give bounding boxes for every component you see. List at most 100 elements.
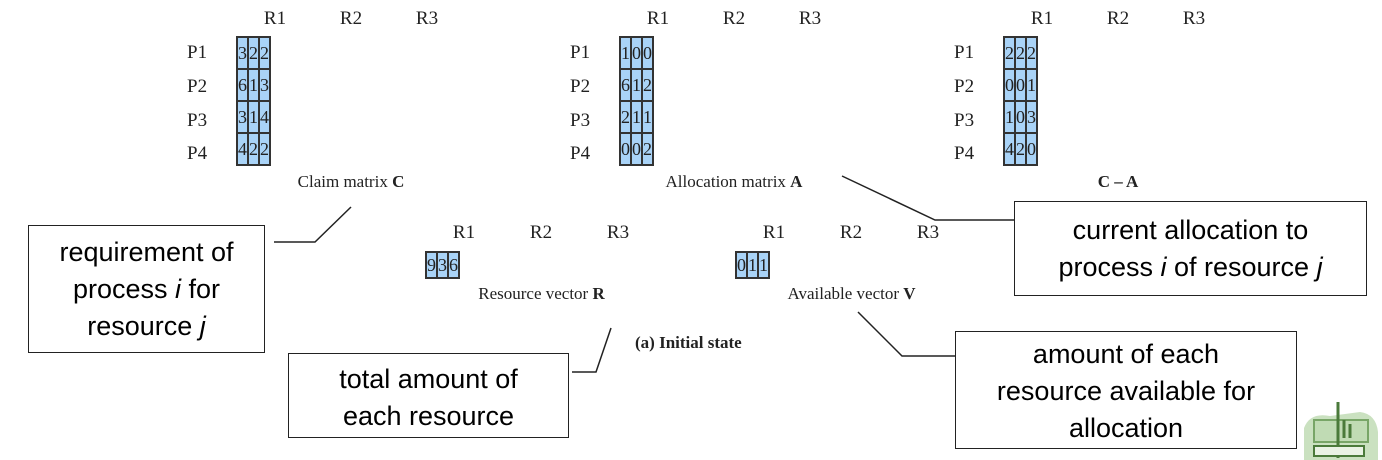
available-vector-caption: Available vector V bbox=[787, 284, 916, 303]
cell: 2 bbox=[1003, 36, 1016, 70]
cell: 3 bbox=[236, 36, 249, 70]
col-header: R1 bbox=[452, 222, 476, 243]
cell: 1 bbox=[630, 100, 643, 134]
cell: 3 bbox=[1025, 100, 1038, 134]
cell: 1 bbox=[1003, 100, 1016, 134]
callout-line: total amount of bbox=[339, 364, 518, 394]
connector-claim bbox=[274, 206, 352, 243]
cell: 6 bbox=[619, 68, 632, 102]
cell: 6 bbox=[236, 68, 249, 102]
col-header: R2 bbox=[1106, 8, 1130, 29]
claim-matrix-caption: Claim matrix C bbox=[297, 172, 405, 191]
cell: 2 bbox=[1014, 132, 1027, 166]
row-header: P1 bbox=[187, 42, 208, 63]
connector-allocation bbox=[841, 175, 1015, 221]
callout-total-amount: total amount of each resource bbox=[288, 353, 569, 438]
cell: 1 bbox=[757, 251, 770, 279]
col-header: R1 bbox=[1030, 8, 1054, 29]
cell: 1 bbox=[247, 100, 260, 134]
cell: 0 bbox=[1003, 68, 1016, 102]
row-header: P3 bbox=[187, 110, 208, 131]
cell: 4 bbox=[1003, 132, 1016, 166]
col-header: R1 bbox=[762, 222, 786, 243]
col-header: R3 bbox=[1182, 8, 1206, 29]
col-header: R2 bbox=[339, 8, 363, 29]
callout-line: resource available for bbox=[996, 376, 1256, 406]
col-header: R3 bbox=[415, 8, 439, 29]
cell: 0 bbox=[630, 36, 643, 70]
cell: 2 bbox=[619, 100, 632, 134]
callout-current-allocation: current allocation to process i of resou… bbox=[1014, 201, 1367, 296]
cell: 2 bbox=[258, 36, 271, 70]
col-header: R1 bbox=[646, 8, 670, 29]
cell: 3 bbox=[436, 251, 449, 279]
cell: 2 bbox=[641, 132, 654, 166]
resource-vector-caption: Resource vector R bbox=[478, 284, 605, 303]
callout-line: resource j bbox=[87, 311, 206, 341]
connector-resource bbox=[572, 327, 612, 373]
cell: 2 bbox=[1025, 36, 1038, 70]
col-header: R2 bbox=[529, 222, 553, 243]
row-header: P4 bbox=[187, 143, 208, 164]
cell: 0 bbox=[735, 251, 748, 279]
cell: 1 bbox=[746, 251, 759, 279]
cell: 0 bbox=[1014, 100, 1027, 134]
cell: 2 bbox=[1014, 36, 1027, 70]
row-header: P1 bbox=[570, 42, 591, 63]
cell: 4 bbox=[258, 100, 271, 134]
callout-amount-available: amount of each resource available for al… bbox=[955, 331, 1297, 449]
callout-line: allocation bbox=[1068, 413, 1184, 443]
cell: 2 bbox=[247, 36, 260, 70]
cell: 0 bbox=[1014, 68, 1027, 102]
callout-line: amount of each bbox=[1032, 339, 1220, 369]
row-header: P3 bbox=[570, 110, 591, 131]
cell: 2 bbox=[247, 132, 260, 166]
difference-matrix-caption: C – A bbox=[1097, 172, 1139, 191]
row-header: P4 bbox=[570, 143, 591, 164]
callout-line: current allocation to bbox=[1072, 215, 1309, 245]
cell: 1 bbox=[619, 36, 632, 70]
col-header: R1 bbox=[263, 8, 287, 29]
cell: 1 bbox=[1025, 68, 1038, 102]
connector-available bbox=[857, 311, 955, 357]
callout-line: each resource bbox=[342, 401, 515, 431]
col-header: R3 bbox=[916, 222, 940, 243]
state-caption: (a) Initial state bbox=[635, 333, 742, 352]
callout-line: process i of resource j bbox=[1058, 252, 1323, 282]
cell: 0 bbox=[1025, 132, 1038, 166]
cell: 0 bbox=[641, 36, 654, 70]
col-header: R2 bbox=[839, 222, 863, 243]
col-header: R3 bbox=[606, 222, 630, 243]
cell: 1 bbox=[247, 68, 260, 102]
cell: 6 bbox=[447, 251, 460, 279]
row-header: P2 bbox=[954, 76, 975, 97]
row-header: P2 bbox=[187, 76, 208, 97]
row-header: P1 bbox=[954, 42, 975, 63]
cell: 9 bbox=[425, 251, 438, 279]
cell: 4 bbox=[236, 132, 249, 166]
cell: 1 bbox=[641, 100, 654, 134]
cell: 2 bbox=[258, 132, 271, 166]
corner-logo-icon bbox=[1304, 402, 1378, 460]
allocation-matrix-caption: Allocation matrix A bbox=[665, 172, 803, 191]
col-header: R2 bbox=[722, 8, 746, 29]
callout-requirement: requirement of process i for resource j bbox=[28, 225, 265, 353]
col-header: R3 bbox=[798, 8, 822, 29]
cell: 0 bbox=[619, 132, 632, 166]
row-header: P4 bbox=[954, 143, 975, 164]
cell: 3 bbox=[258, 68, 271, 102]
cell: 2 bbox=[641, 68, 654, 102]
cell: 0 bbox=[630, 132, 643, 166]
cell: 1 bbox=[630, 68, 643, 102]
cell: 3 bbox=[236, 100, 249, 134]
row-header: P3 bbox=[954, 110, 975, 131]
callout-line: process i for bbox=[72, 274, 221, 304]
row-header: P2 bbox=[570, 76, 591, 97]
callout-line: requirement of bbox=[59, 237, 234, 267]
